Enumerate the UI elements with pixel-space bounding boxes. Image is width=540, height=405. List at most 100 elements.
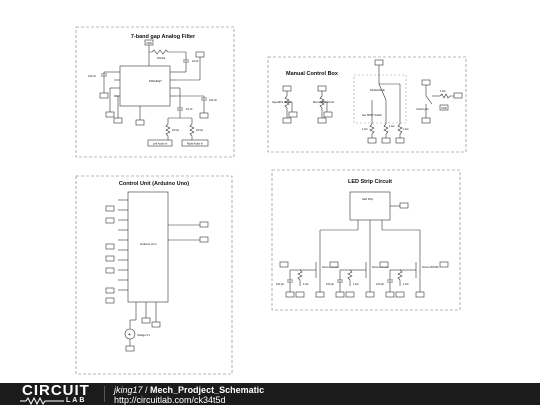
speed-pot-gnd [282,117,292,124]
color-cycle-gnd [421,117,431,124]
manual-vdd-label: VDD [441,106,447,110]
arduino-net-4 [105,255,115,262]
supply-gnd [125,345,135,352]
arduino-net-bottom-1 [141,317,151,324]
footer-divider [104,386,105,402]
filter-gnd-left [99,92,109,99]
shutter-mode-label: ShutterMode [370,88,385,92]
schematic-canvas[interactable]: 7-band gap Analog Filter MSGEQ7 VDD 200 … [0,0,540,383]
led-frame [271,169,461,311]
led-r3-gnd [395,291,405,298]
led-c3-label: 100 pF [376,282,384,286]
arduino-net-7 [105,297,115,304]
led-net-1 [279,261,289,268]
memory-pot-net [323,111,333,118]
manual-r1-label: 1 kΩ [362,127,367,131]
led-title: LED Strip Circuit [348,179,392,185]
arduino-net-1 [105,205,115,212]
manual-r1 [369,123,375,138]
led-r2-label: 1 kΩ [353,282,358,286]
project-name[interactable]: Mech_Prodject_Schematic [150,385,265,395]
led-c2-label: 100 pF [326,282,334,286]
circuitlab-logo-lab: LAB [66,397,87,404]
filter-r-top-label: 200 kΩ [157,56,165,60]
filter-net-right [195,51,205,58]
memory-pot[interactable] [319,95,325,118]
led-c1-gnd [285,291,295,298]
led-strip-block[interactable]: LED Strip Circuit LED Strip Nmos 2N7000 … [271,169,461,311]
project-url[interactable]: http://circuitlab.com/ck34t5d [114,395,226,405]
control-frame [75,175,233,375]
supply-label: Voltage 9 V [137,333,151,337]
arduino-chip[interactable] [127,191,169,303]
color-cycle-vdd [421,79,431,86]
filter-c-left-label: 100 nF [88,74,96,78]
speed-pot-label: SpeedPot 10 kΩ [272,100,291,104]
led-c3-gnd [385,291,395,298]
filter-r-right [189,123,195,140]
right-audio-in-label: Right Audio In [187,142,204,146]
manual-vdd-box [439,104,449,111]
arduino-net-right-2 [199,236,209,243]
led-r2 [347,269,353,286]
manual-control-block[interactable]: Manual Control Box SpeedPot 10 kΩ Memory… [267,56,467,153]
manual-r3 [397,123,403,138]
logo-wave-icon [20,397,64,405]
arduino-net-6 [105,287,115,294]
filter-c-mid-label: 10 nF [186,107,193,111]
filter-r-right-label: 22 kΩ [196,128,203,132]
filter-c-right-label: 100 nF [209,98,217,102]
filter-r-top [149,49,186,55]
circuitlab-logo[interactable]: CIRCUIT [22,382,90,399]
memory-pot-label: MemoryPot 10 kΩ [313,100,334,104]
filter-block[interactable]: 7-band gap Analog Filter MSGEQ7 VDD 200 … [75,26,235,158]
right-audio-in-box [181,139,209,147]
filter-r-left-label: 22 kΩ [172,128,179,132]
manual-inner-frame [353,74,407,124]
control-title: Control Unit (Arduino Uno) [119,181,189,187]
manual-r2 [383,123,389,138]
arduino-net-bottom-2 [151,321,161,328]
manual-frame [267,56,467,153]
led-strip-box[interactable] [349,191,391,221]
author-link[interactable]: jking17 [114,385,143,395]
manual-title: Manual Control Box [286,71,339,77]
filter-r-left [165,123,171,140]
fet2-gnd [365,291,375,298]
footer-bar: CIRCUIT LAB jking17 / Mech_Prodject_Sche… [0,383,540,405]
arduino-label: Arduino Uno [140,242,157,246]
footer-title: jking17 / Mech_Prodject_Schematic [114,385,264,395]
memory-pot-vdd [317,85,327,92]
filter-frame [75,26,235,158]
led-strip-label: LED Strip [362,197,374,201]
control-unit-block[interactable]: Control Unit (Arduino Uno) Arduino Uno + [75,175,233,375]
filter-c-top-label: 22 pF [192,59,199,63]
switch-vdd [374,59,384,66]
manual-r3-label: 1 kΩ [403,127,408,131]
led-r1 [297,269,303,286]
manual-r2-label: 1 kΩ [389,124,394,128]
svg-text:+: + [128,332,131,338]
left-audio-in-box [147,139,173,147]
memory-pot-gnd [317,117,327,124]
spdt-switch[interactable] [378,83,387,101]
led-net-2 [329,261,339,268]
filter-title: 7-band gap Analog Filter [131,34,196,40]
led-net-right [439,261,449,268]
fet3-label: Nmos 2N7000 [422,265,439,269]
color-cycle-switch[interactable] [425,95,433,105]
led-r2-gnd [345,291,355,298]
led-r1-gnd [295,291,305,298]
led-net-3 [379,261,389,268]
filter-net-bottom [135,119,145,126]
arduino-net-2 [105,217,115,224]
color-cycle-r [439,93,454,99]
speed-pot-vdd [282,85,292,92]
color-cycle-label: ColorCycle [416,107,429,111]
title-separator: / [142,385,151,395]
fet3-gnd [415,291,425,298]
filter-net-left2 [113,117,123,124]
led-r1-label: 1 kΩ [303,282,308,286]
msgeq7-chip[interactable] [119,65,171,107]
speed-pot[interactable] [284,95,290,118]
